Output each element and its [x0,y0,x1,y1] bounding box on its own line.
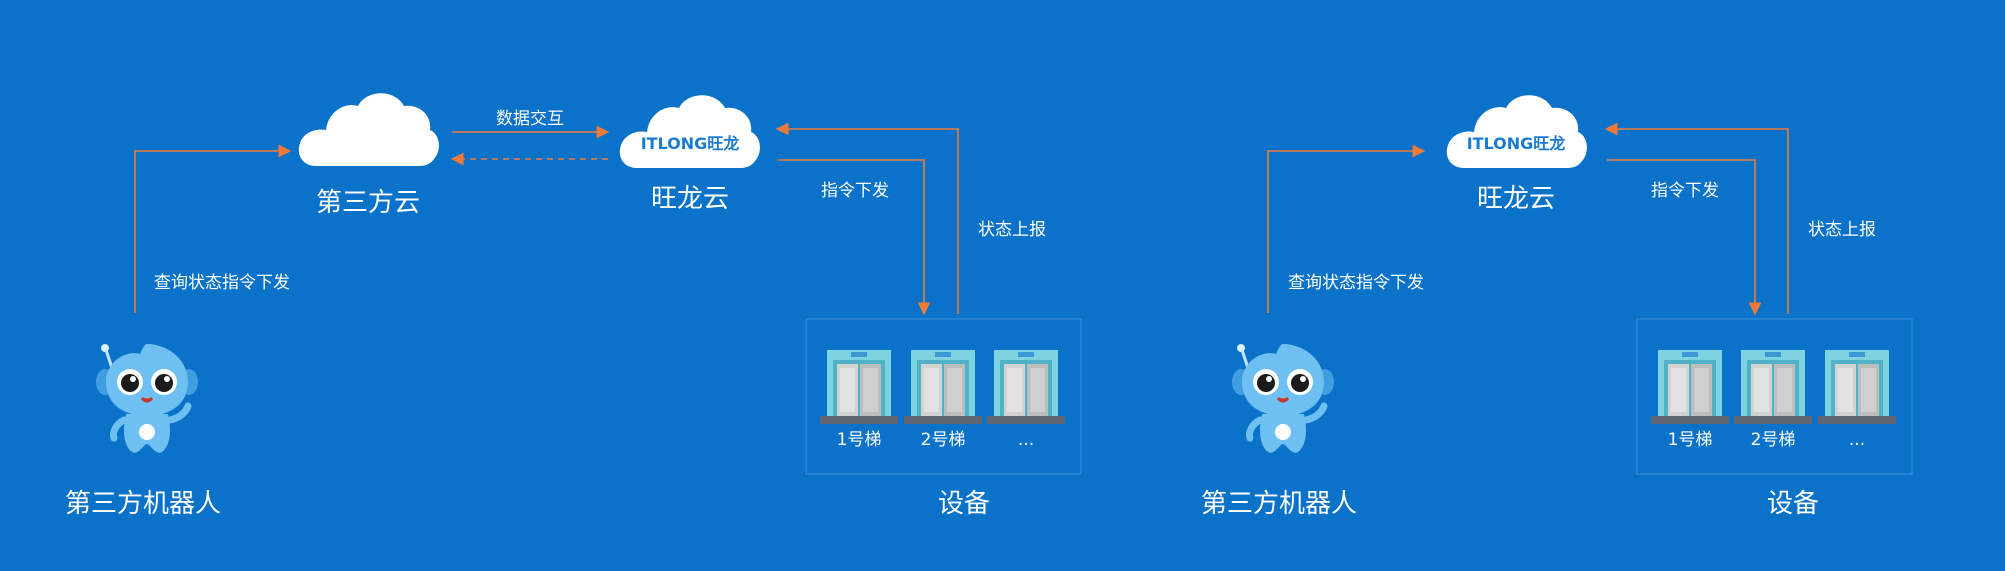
elevator-icon [1651,350,1729,424]
elevator-icon [1818,350,1896,424]
command-issue-label: 指令下发 [821,181,889,201]
elevator-icon [820,350,898,424]
status-report-label: 状态上报 [978,220,1046,240]
elevator-label: 2号梯 [921,430,966,450]
query-arrow [1267,144,1426,313]
elevator-icon [987,350,1065,424]
command-issue-label: 指令下发 [1651,181,1719,201]
robot-mascot-icon [96,344,198,453]
status-report-arrow [1604,122,1789,314]
itlong-cloud-icon [1446,95,1587,168]
command-issue-arrow [778,159,931,316]
right-diagram: ITLONG旺龙 旺龙云 查询状态指令下发 指令下发 状态上报 1号梯 2号梯 … [1201,95,1913,519]
elevator-icon [1734,350,1812,424]
itlong-cloud-label: 旺龙云 [1477,184,1555,214]
itlong-cloud-icon [619,95,760,168]
left-diagram: 第三方云 ITLONG旺龙 旺龙云 数据交互 查询状态指令下发 指令下发 状态上… [65,93,1082,519]
status-report-arrow [775,122,959,314]
command-issue-arrow [1607,159,1762,316]
elevator-label: 1号梯 [837,430,882,450]
itlong-cloud-label: 旺龙云 [651,184,729,214]
device-label: 设备 [1767,489,1819,519]
query-label: 查询状态指令下发 [1288,273,1424,293]
elevator-label: ... [1849,430,1865,450]
device-label: 设备 [938,489,990,519]
itlong-logo: ITLONG旺龙 [1467,134,1566,153]
query-arrow [134,144,292,313]
device-box [1636,318,1913,475]
itlong-logo: ITLONG旺龙 [641,134,740,153]
elevator-label: 1号梯 [1668,430,1713,450]
third-party-cloud-label: 第三方云 [316,188,420,218]
elevator-label: 2号梯 [1751,430,1796,450]
third-party-cloud-icon [298,93,439,166]
status-report-label: 状态上报 [1808,220,1876,240]
robot-label: 第三方机器人 [1201,489,1357,519]
data-exchange-label: 数据交互 [496,109,564,129]
device-box [805,318,1082,475]
query-label: 查询状态指令下发 [154,273,290,293]
elevator-icon [904,350,982,424]
robot-mascot-icon [1232,344,1334,453]
robot-label: 第三方机器人 [65,489,221,519]
elevator-label: ... [1018,430,1034,450]
